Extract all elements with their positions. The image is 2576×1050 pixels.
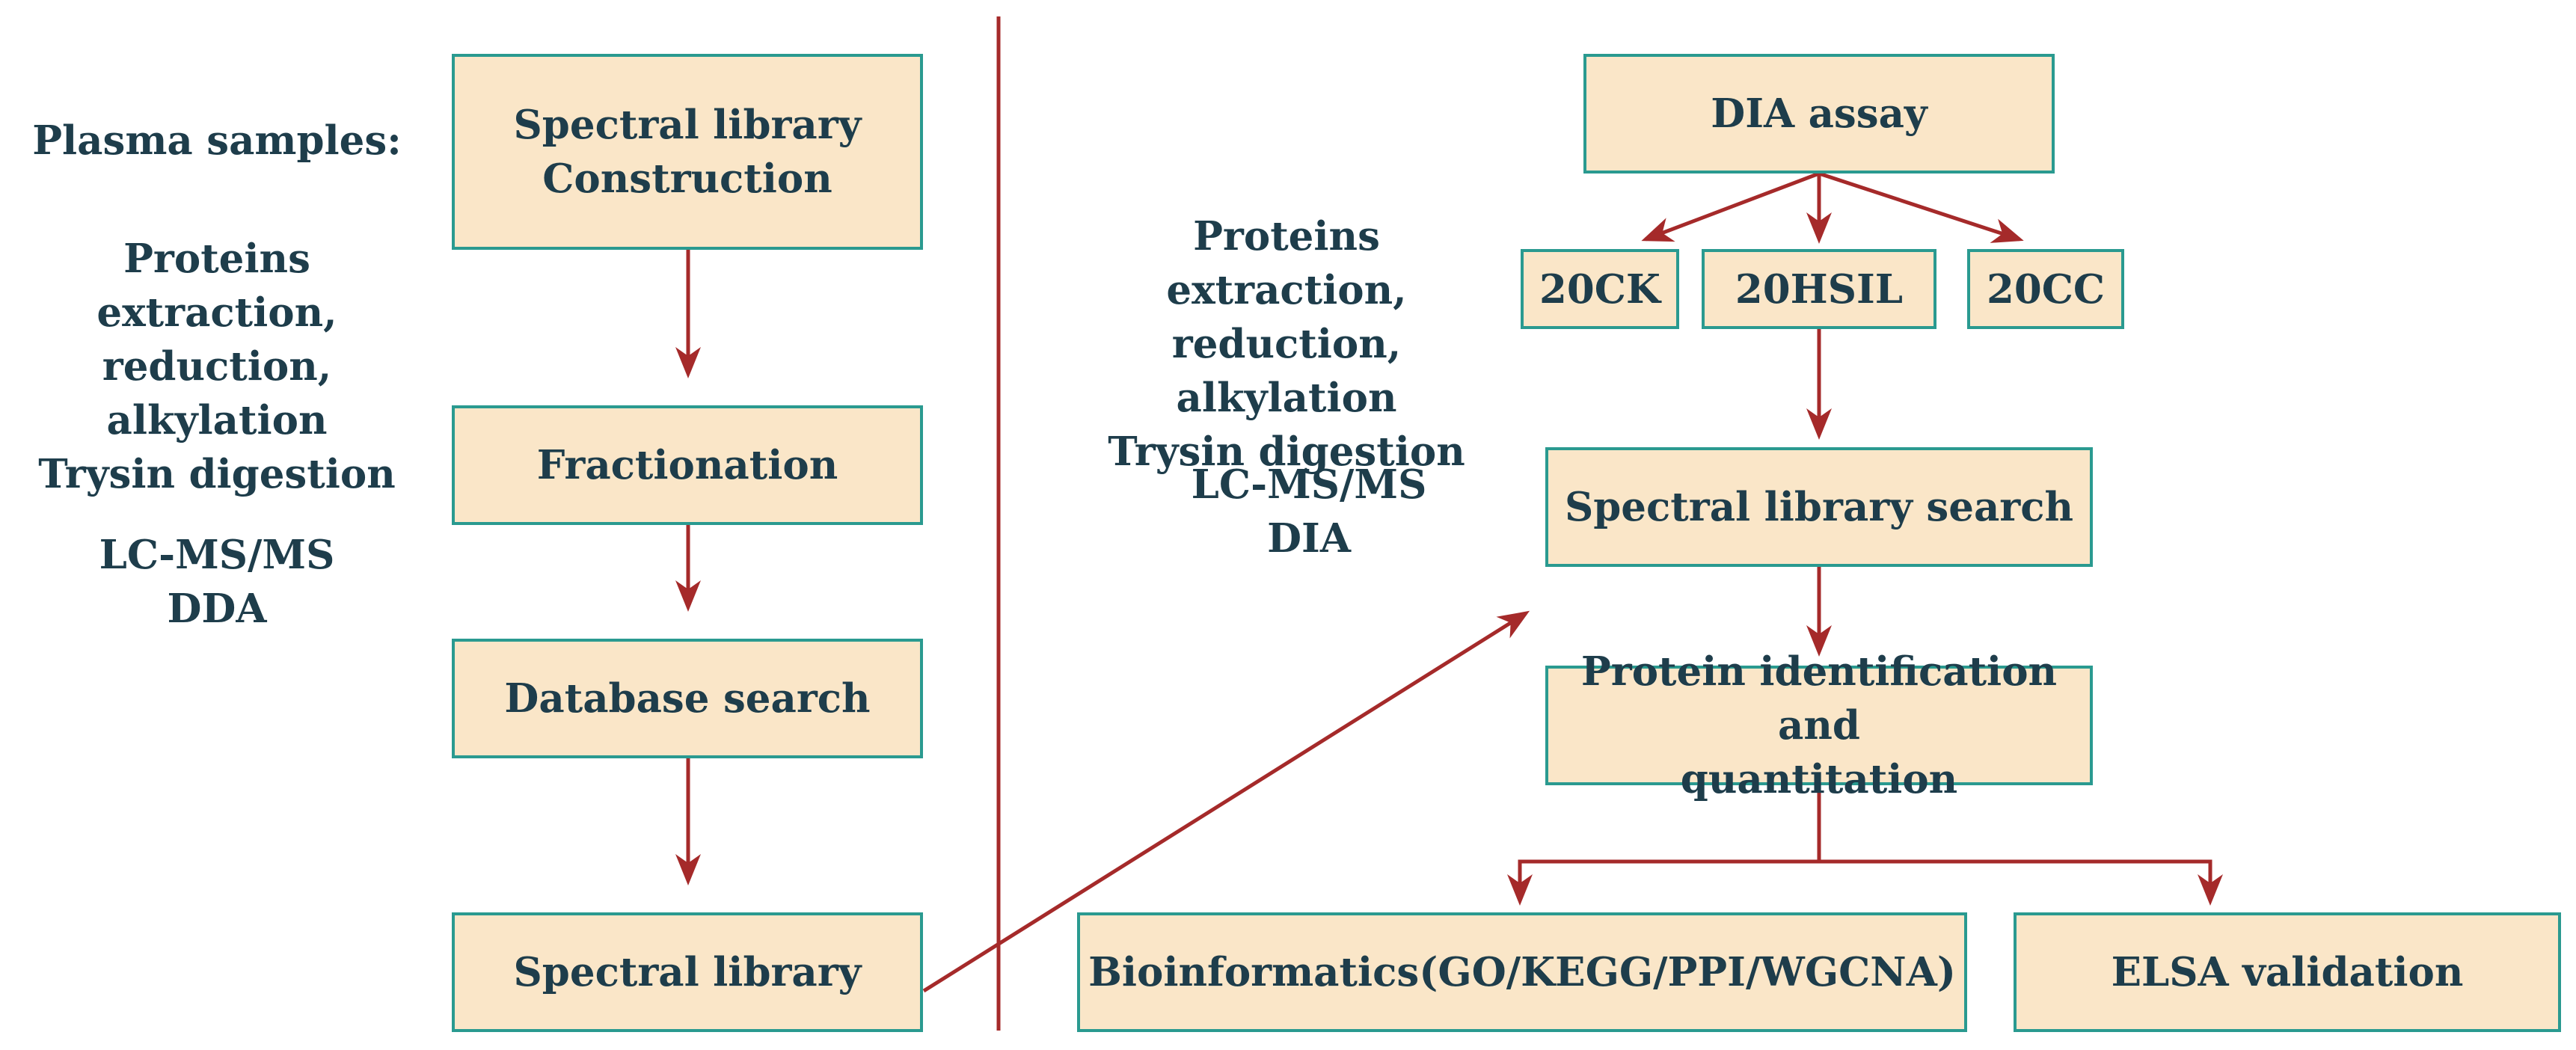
note-right-ms-dia: LC-MS/MS DIA bbox=[1191, 461, 1427, 562]
arrow-library-to-search bbox=[922, 611, 1527, 993]
note-plasma-samples: Plasma samples: bbox=[32, 117, 402, 164]
box-spectral-library-search: Spectral library search bbox=[1545, 447, 2093, 567]
box-spectral-library-construction: Spectral library Construction bbox=[452, 54, 923, 250]
note-right-sample-prep: Proteins extraction, reduction, alkylati… bbox=[1108, 213, 1465, 475]
box-group-20cc: 20CC bbox=[1967, 249, 2124, 329]
box-spectral-library: Spectral library bbox=[452, 912, 923, 1032]
box-fractionation: Fractionation bbox=[452, 405, 923, 525]
box-protein-identification: Protein identification and quantitation bbox=[1545, 648, 2093, 802]
box-group-20ck: 20CK bbox=[1521, 249, 1679, 329]
box-group-20hsil: 20HSIL bbox=[1702, 249, 1936, 329]
box-elsa-validation: ELSA validation bbox=[2014, 912, 2561, 1032]
connector-identification-split bbox=[1518, 785, 1821, 901]
connector-identification-to-elsa bbox=[1819, 859, 2212, 901]
note-left-ms-dda: LC-MS/MS DDA bbox=[99, 532, 335, 632]
arrow-dia-to-ck bbox=[1645, 171, 1820, 242]
note-left-sample-prep: Proteins extraction, reduction, alkylati… bbox=[38, 236, 396, 497]
arrow-dia-to-cc bbox=[1818, 171, 2020, 242]
box-dia-assay: DIA assay bbox=[1583, 54, 2055, 174]
box-bioinformatics: Bioinformatics(GO/KEGG/PPI/WGCNA) bbox=[1077, 912, 1967, 1032]
box-database-search: Database search bbox=[452, 639, 923, 758]
